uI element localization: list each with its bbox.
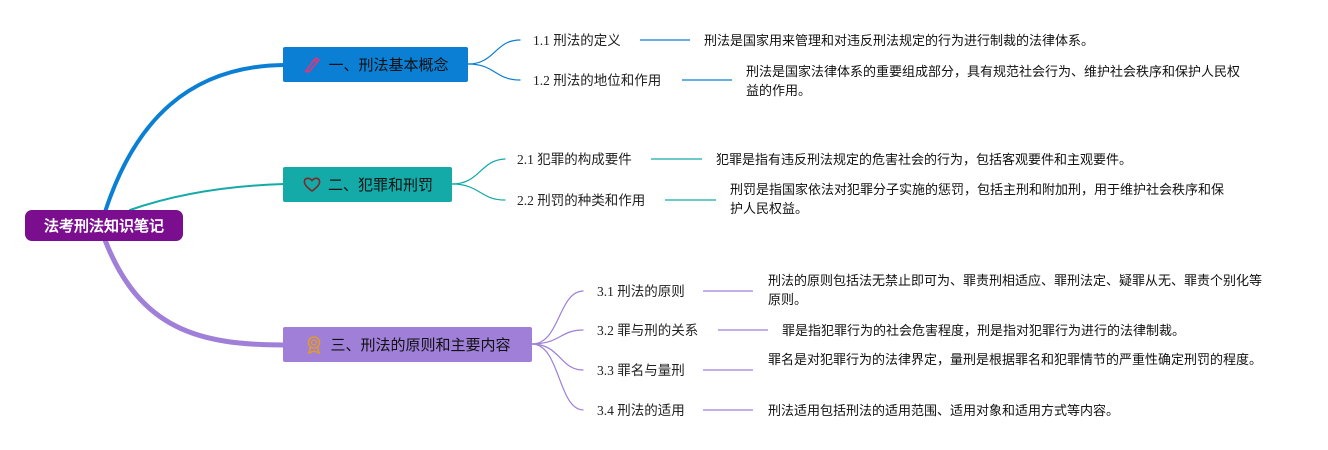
sub-topic-label: 3.3 罪名与量刑 <box>597 363 685 378</box>
detail-label: 刑法是国家用来管理和对违反刑法规定的行为进行制裁的法律体系。 <box>704 34 1095 49</box>
sub-topic-2-2[interactable]: 2.2 刑罚的种类和作用 <box>517 193 645 209</box>
detail-label: 罪名是对犯罪行为的法律界定，量刑是根据罪名和犯罪情节的严重性确定刑罚的程度。 <box>768 353 1263 368</box>
detail-text-3-4: 刑法适用包括刑法的适用范围、适用对象和适用方式等内容。 <box>768 402 1248 421</box>
root-connector-3 <box>102 237 287 348</box>
branch-label: 一、刑法基本概念 <box>328 56 449 74</box>
sub-connector-3-2 <box>531 329 584 345</box>
sub-topic-3-4[interactable]: 3.4 刑法的适用 <box>597 403 685 419</box>
root-label: 法考刑法知识笔记 <box>43 217 164 235</box>
sub-topic-3-1[interactable]: 3.1 刑法的原则 <box>597 284 685 300</box>
detail-text-1-1: 刑法是国家用来管理和对违反刑法规定的行为进行制裁的法律体系。 <box>704 32 1184 51</box>
sub-topic-1-1[interactable]: 1.1 刑法的定义 <box>533 33 621 49</box>
detail-text-3-1: 刑法的原则包括法无禁止即可为、罪责刑相适应、罪刑法定、疑罪从无、罪责个别化等原则… <box>768 272 1268 310</box>
detail-label: 刑法适用包括刑法的适用范围、适用对象和适用方式等内容。 <box>768 404 1120 419</box>
sub-topic-label: 2.2 刑罚的种类和作用 <box>517 193 646 208</box>
detail-text-1-2: 刑法是国家法律体系的重要组成部分，具有规范社会行为、维护社会秩序和保护人民权益的… <box>746 63 1246 101</box>
root-connector-1 <box>103 63 286 214</box>
sub-connector-2-2 <box>451 183 506 201</box>
detail-text-2-1: 犯罪是指有违反刑法规定的危害社会的行为，包括客观要件和主观要件。 <box>716 151 1196 170</box>
pen-icon <box>302 55 322 75</box>
sub-connector-1-1 <box>467 39 521 65</box>
sub-topic-label: 3.2 罪与刑的关系 <box>597 323 699 338</box>
branch-node-principles[interactable]: 三、刑法的原则和主要内容 <box>283 327 532 362</box>
branch-node-crime-punishment[interactable]: 二、犯罪和刑罚 <box>283 167 452 202</box>
sub-topic-1-2[interactable]: 1.2 刑法的地位和作用 <box>533 73 661 89</box>
detail-label: 刑法的原则包括法无禁止即可为、罪责刑相适应、罪刑法定、疑罪从无、罪责个别化等原则… <box>768 274 1263 308</box>
sub-topic-2-1[interactable]: 2.1 犯罪的构成要件 <box>517 152 632 168</box>
root-connector-2 <box>129 183 285 211</box>
sub-topic-label: 2.1 犯罪的构成要件 <box>517 152 632 167</box>
branch-label: 三、刑法的原则和主要内容 <box>330 336 511 354</box>
sub-topic-3-3[interactable]: 3.3 罪名与量刑 <box>597 363 685 379</box>
branch-label: 二、犯罪和刑罚 <box>327 176 433 194</box>
branch-node-concepts[interactable]: 一、刑法基本概念 <box>283 47 468 82</box>
sub-topic-label: 3.4 刑法的适用 <box>597 403 685 418</box>
sub-topic-3-2[interactable]: 3.2 罪与刑的关系 <box>597 323 698 339</box>
sub-connector-3-1 <box>531 290 584 345</box>
sub-topic-label: 1.1 刑法的定义 <box>533 33 621 48</box>
detail-text-3-2: 罪是指犯罪行为的社会危害程度，刑是指对犯罪行为进行的法律制裁。 <box>782 322 1262 341</box>
detail-text-3-3: 罪名是对犯罪行为的法律界定，量刑是根据罪名和犯罪情节的严重性确定刑罚的程度。 <box>768 351 1268 370</box>
sub-connector-1-2 <box>467 63 521 81</box>
heart-icon <box>302 175 322 195</box>
detail-label: 犯罪是指有违反刑法规定的危害社会的行为，包括客观要件和主观要件。 <box>716 153 1133 168</box>
detail-label: 罪是指犯罪行为的社会危害程度，刑是指对犯罪行为进行的法律制裁。 <box>782 324 1186 339</box>
award-icon <box>304 335 324 355</box>
root-node[interactable]: 法考刑法知识笔记 <box>25 210 183 241</box>
sub-connector-3-4 <box>531 343 584 411</box>
sub-connector-3-3 <box>531 343 584 371</box>
sub-topic-label: 1.2 刑法的地位和作用 <box>533 73 662 88</box>
detail-label: 刑罚是指国家依法对犯罪分子实施的惩罚，包括主刑和附加刑，用于维护社会秩序和保护人… <box>730 183 1225 217</box>
sub-connector-2-1 <box>451 158 506 185</box>
detail-label: 刑法是国家法律体系的重要组成部分，具有规范社会行为、维护社会秩序和保护人民权益的… <box>746 65 1241 99</box>
sub-topic-label: 3.1 刑法的原则 <box>597 284 685 299</box>
detail-text-2-2: 刑罚是指国家依法对犯罪分子实施的惩罚，包括主刑和附加刑，用于维护社会秩序和保护人… <box>730 181 1230 219</box>
